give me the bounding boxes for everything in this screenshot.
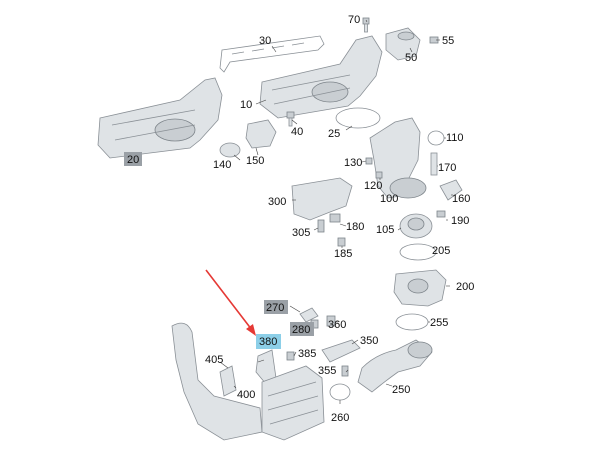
clip-270	[299, 307, 319, 323]
bolt-130	[365, 157, 373, 165]
callout-350: 350	[360, 335, 378, 347]
callout-385: 385	[298, 348, 316, 360]
seal-140	[219, 142, 241, 158]
bolt-185	[337, 237, 346, 247]
bolt-190	[436, 210, 446, 218]
callout-185: 185	[334, 248, 352, 260]
callout-300: 300	[268, 196, 286, 208]
bracket-160	[439, 179, 463, 201]
red-pointer-arrow	[205, 269, 256, 336]
callout-400: 400	[237, 389, 255, 401]
callout-260: 260	[331, 412, 349, 424]
callout-70: 70	[348, 14, 360, 26]
callout-355: 355	[318, 365, 336, 377]
bolt-305	[317, 219, 325, 233]
o-ring-205	[399, 243, 437, 261]
callout-100: 100	[380, 193, 398, 205]
callout-270: 270	[266, 302, 284, 314]
callout-105: 105	[376, 224, 394, 236]
bracket-300	[291, 177, 353, 221]
callout-405: 405	[205, 354, 223, 366]
bolt-40	[286, 111, 295, 127]
o-ring-260	[329, 383, 351, 401]
throttle-housing-100	[369, 117, 427, 199]
bolt-385	[286, 351, 295, 361]
callout-110: 110	[446, 132, 464, 144]
callout-360: 360	[328, 319, 346, 331]
callout-40: 40	[291, 126, 303, 138]
bolt-180	[329, 213, 341, 223]
callout-140: 140	[213, 159, 231, 171]
sensor-170	[430, 152, 438, 176]
bolt-355	[341, 365, 349, 377]
callout-255: 255	[430, 317, 448, 329]
callout-150: 150	[246, 155, 264, 167]
callout-380: 380	[259, 336, 277, 348]
bolt-360	[326, 315, 336, 327]
callout-250: 250	[392, 384, 410, 396]
callout-160: 160	[452, 193, 470, 205]
bracket-350	[321, 339, 361, 363]
o-ring-255	[395, 313, 429, 331]
callout-205: 205	[432, 245, 450, 257]
callout-labels: 10 20 25 30 40 50 55 70 100 105 110 120 …	[127, 14, 474, 424]
callout-25: 25	[328, 128, 340, 140]
highlight-380	[256, 334, 281, 349]
leader-lines	[219, 19, 453, 404]
callout-50: 50	[405, 52, 417, 64]
bolt-120	[375, 171, 383, 179]
callout-30: 30	[259, 35, 271, 47]
bracket-405	[219, 365, 237, 397]
callout-170: 170	[438, 162, 456, 174]
callout-305: 305	[292, 227, 310, 239]
housing-200	[393, 269, 447, 307]
callout-190: 190	[451, 215, 469, 227]
intercooler-400	[171, 322, 325, 441]
o-ring-25	[335, 107, 381, 129]
manifold-gasket	[219, 35, 325, 73]
bolt-70	[362, 17, 370, 33]
connector-50	[385, 27, 421, 61]
callout-180: 180	[346, 221, 364, 233]
ring-110	[427, 130, 445, 146]
highlight-270	[264, 300, 288, 314]
callout-280: 280	[292, 324, 310, 336]
callout-120: 120	[364, 180, 382, 192]
intake-manifold-left	[97, 77, 223, 159]
throttle-body-105	[399, 213, 433, 239]
callout-130: 130	[344, 157, 362, 169]
callout-20: 20	[127, 154, 139, 166]
highlight-20	[124, 152, 142, 166]
bracket-150	[245, 119, 277, 149]
highlight-280	[290, 322, 314, 336]
callout-55: 55	[442, 35, 454, 47]
charge-pipe-250	[357, 339, 433, 393]
intake-manifold-right	[259, 35, 383, 119]
callout-200: 200	[456, 281, 474, 293]
callout-10: 10	[240, 99, 252, 111]
